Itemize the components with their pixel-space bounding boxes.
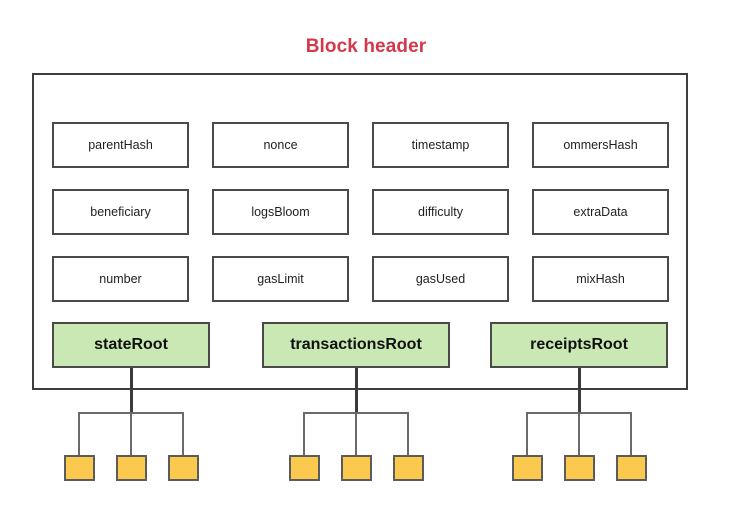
leaf-node (340, 455, 372, 481)
header-field-extradata: extraData (532, 189, 669, 235)
leaf-node (63, 455, 95, 481)
header-field-number: number (52, 256, 189, 302)
header-field-label: difficulty (418, 205, 463, 219)
header-field-label: number (99, 272, 142, 286)
header-field-beneficiary: beneficiary (52, 189, 189, 235)
header-field-nonce: nonce (212, 122, 349, 168)
header-field-label: extraData (573, 205, 628, 219)
header-field-label: mixHash (576, 272, 625, 286)
tree-drop-line (303, 412, 305, 455)
header-field-label: beneficiary (90, 205, 151, 219)
leaf-node (115, 455, 147, 481)
header-field-difficulty: difficulty (372, 189, 509, 235)
header-field-label: gasUsed (415, 272, 466, 286)
leaf-node (167, 455, 199, 481)
header-field-label: logsBloom (251, 205, 310, 219)
root-box-stateroot: stateRoot (52, 322, 210, 368)
tree-stem-border-crossing (129, 386, 133, 394)
tree-drop-line (182, 412, 184, 455)
header-field-label: nonce (263, 138, 298, 152)
tree-drop-line (355, 412, 357, 455)
header-field-label: ommersHash (563, 138, 638, 152)
tree-drop-line (630, 412, 632, 455)
leaf-node (392, 455, 424, 481)
header-field-timestamp: timestamp (372, 122, 509, 168)
root-box-label: transactionsRoot (290, 336, 422, 353)
tree-drop-line (130, 412, 132, 455)
header-field-label: parentHash (88, 138, 153, 152)
tree-drop-line (526, 412, 528, 455)
header-field-label: timestamp (411, 138, 470, 152)
header-field-grid: parentHash nonce timestamp ommersHash benefi… (52, 122, 669, 306)
header-field-mixhash: mixHash (532, 256, 669, 302)
leaf-node (615, 455, 647, 481)
page-title: Block header (305, 36, 427, 57)
tree-drop-line (78, 412, 80, 455)
header-field-label: gasLimit (257, 272, 304, 286)
root-box-label: stateRoot (94, 336, 168, 353)
leaf-node (563, 455, 595, 481)
header-field-gasused: gasUsed (372, 256, 509, 302)
leaf-node (511, 455, 543, 481)
header-field-gaslimit: gasLimit (212, 256, 349, 302)
header-field-logsbloom: logsBloom (212, 189, 349, 235)
root-box-receiptsroot: receiptsRoot (490, 322, 668, 368)
root-box-label: receiptsRoot (530, 336, 628, 353)
tree-drop-line (578, 412, 580, 455)
root-box-transactionsroot: transactionsRoot (262, 322, 450, 368)
header-field-parenthash: parentHash (52, 122, 189, 168)
leaf-node (288, 455, 320, 481)
tree-drop-line (407, 412, 409, 455)
header-field-ommershash: ommersHash (532, 122, 669, 168)
tree-stem-border-crossing (577, 386, 581, 394)
tree-stem-border-crossing (354, 386, 358, 394)
